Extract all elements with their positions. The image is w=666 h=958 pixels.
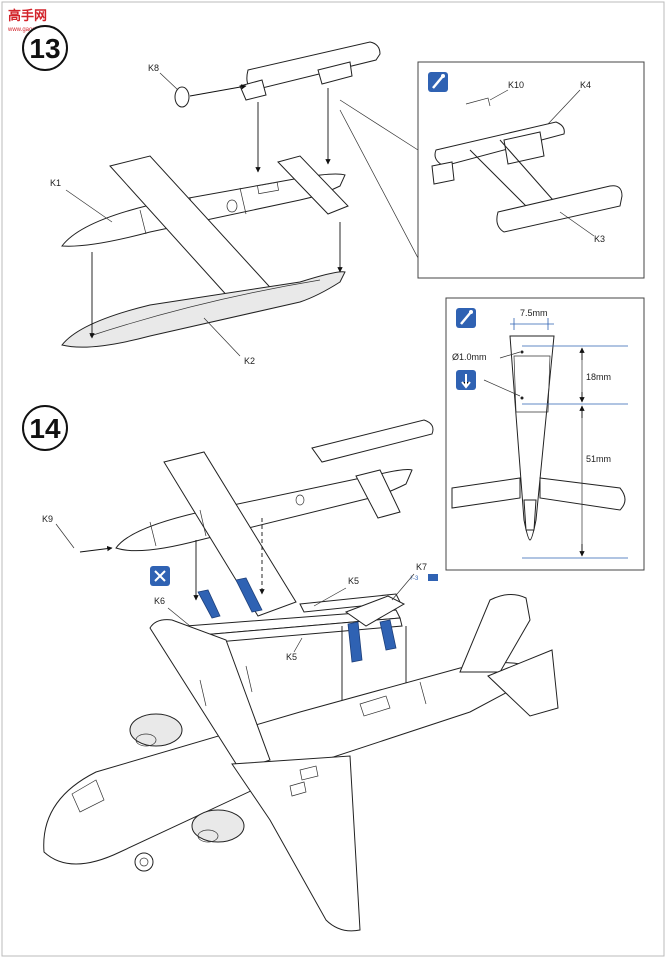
label-k9: K9: [42, 514, 53, 524]
label-k2: K2: [244, 356, 255, 366]
label-k5-bottom: K5: [286, 652, 297, 662]
step-14-badge: [22, 405, 68, 451]
pulsejet-engine-pod: [239, 41, 381, 101]
detail-box-engine: [417, 61, 645, 279]
step-14-number: 14: [29, 413, 61, 444]
mounting-pylon: [185, 577, 406, 663]
v1-fuselage-bottom: [61, 271, 346, 348]
paint-ref-icon: [428, 574, 438, 581]
carrier-aircraft: [43, 594, 559, 932]
label-k1: K1: [50, 178, 61, 188]
label-k4: K4: [580, 80, 591, 90]
watermark-title: 高手网: [8, 8, 47, 23]
step-13-badge: [22, 25, 68, 71]
step-13: 13 K8 K1: [22, 25, 645, 366]
label-k7: K7: [416, 562, 427, 572]
label-k3: K3: [594, 234, 605, 244]
v1-assembled: [115, 419, 434, 617]
step-13-number: 13: [29, 33, 60, 64]
label-k5-top: K5: [348, 576, 359, 586]
nose-cap-part: [174, 84, 247, 108]
dim-width: 7.5mm: [520, 308, 548, 318]
label-k6: K6: [154, 596, 165, 606]
detail-box-dimensions: 7.5mm Ø1.0mm 18mm 51mm: [445, 297, 645, 571]
step-14: 14 K9 K5 K6: [22, 405, 559, 932]
dim-top-offset: 18mm: [586, 372, 611, 382]
assembly-arrow: [79, 545, 113, 553]
label-k10: K10: [508, 80, 524, 90]
v1-fuselage-top: [61, 155, 349, 311]
dim-hole: Ø1.0mm: [452, 352, 487, 362]
dim-length: 51mm: [586, 454, 611, 464]
label-k8: K8: [148, 63, 159, 73]
blue-ref-note: ﾄ-3: [410, 576, 419, 582]
